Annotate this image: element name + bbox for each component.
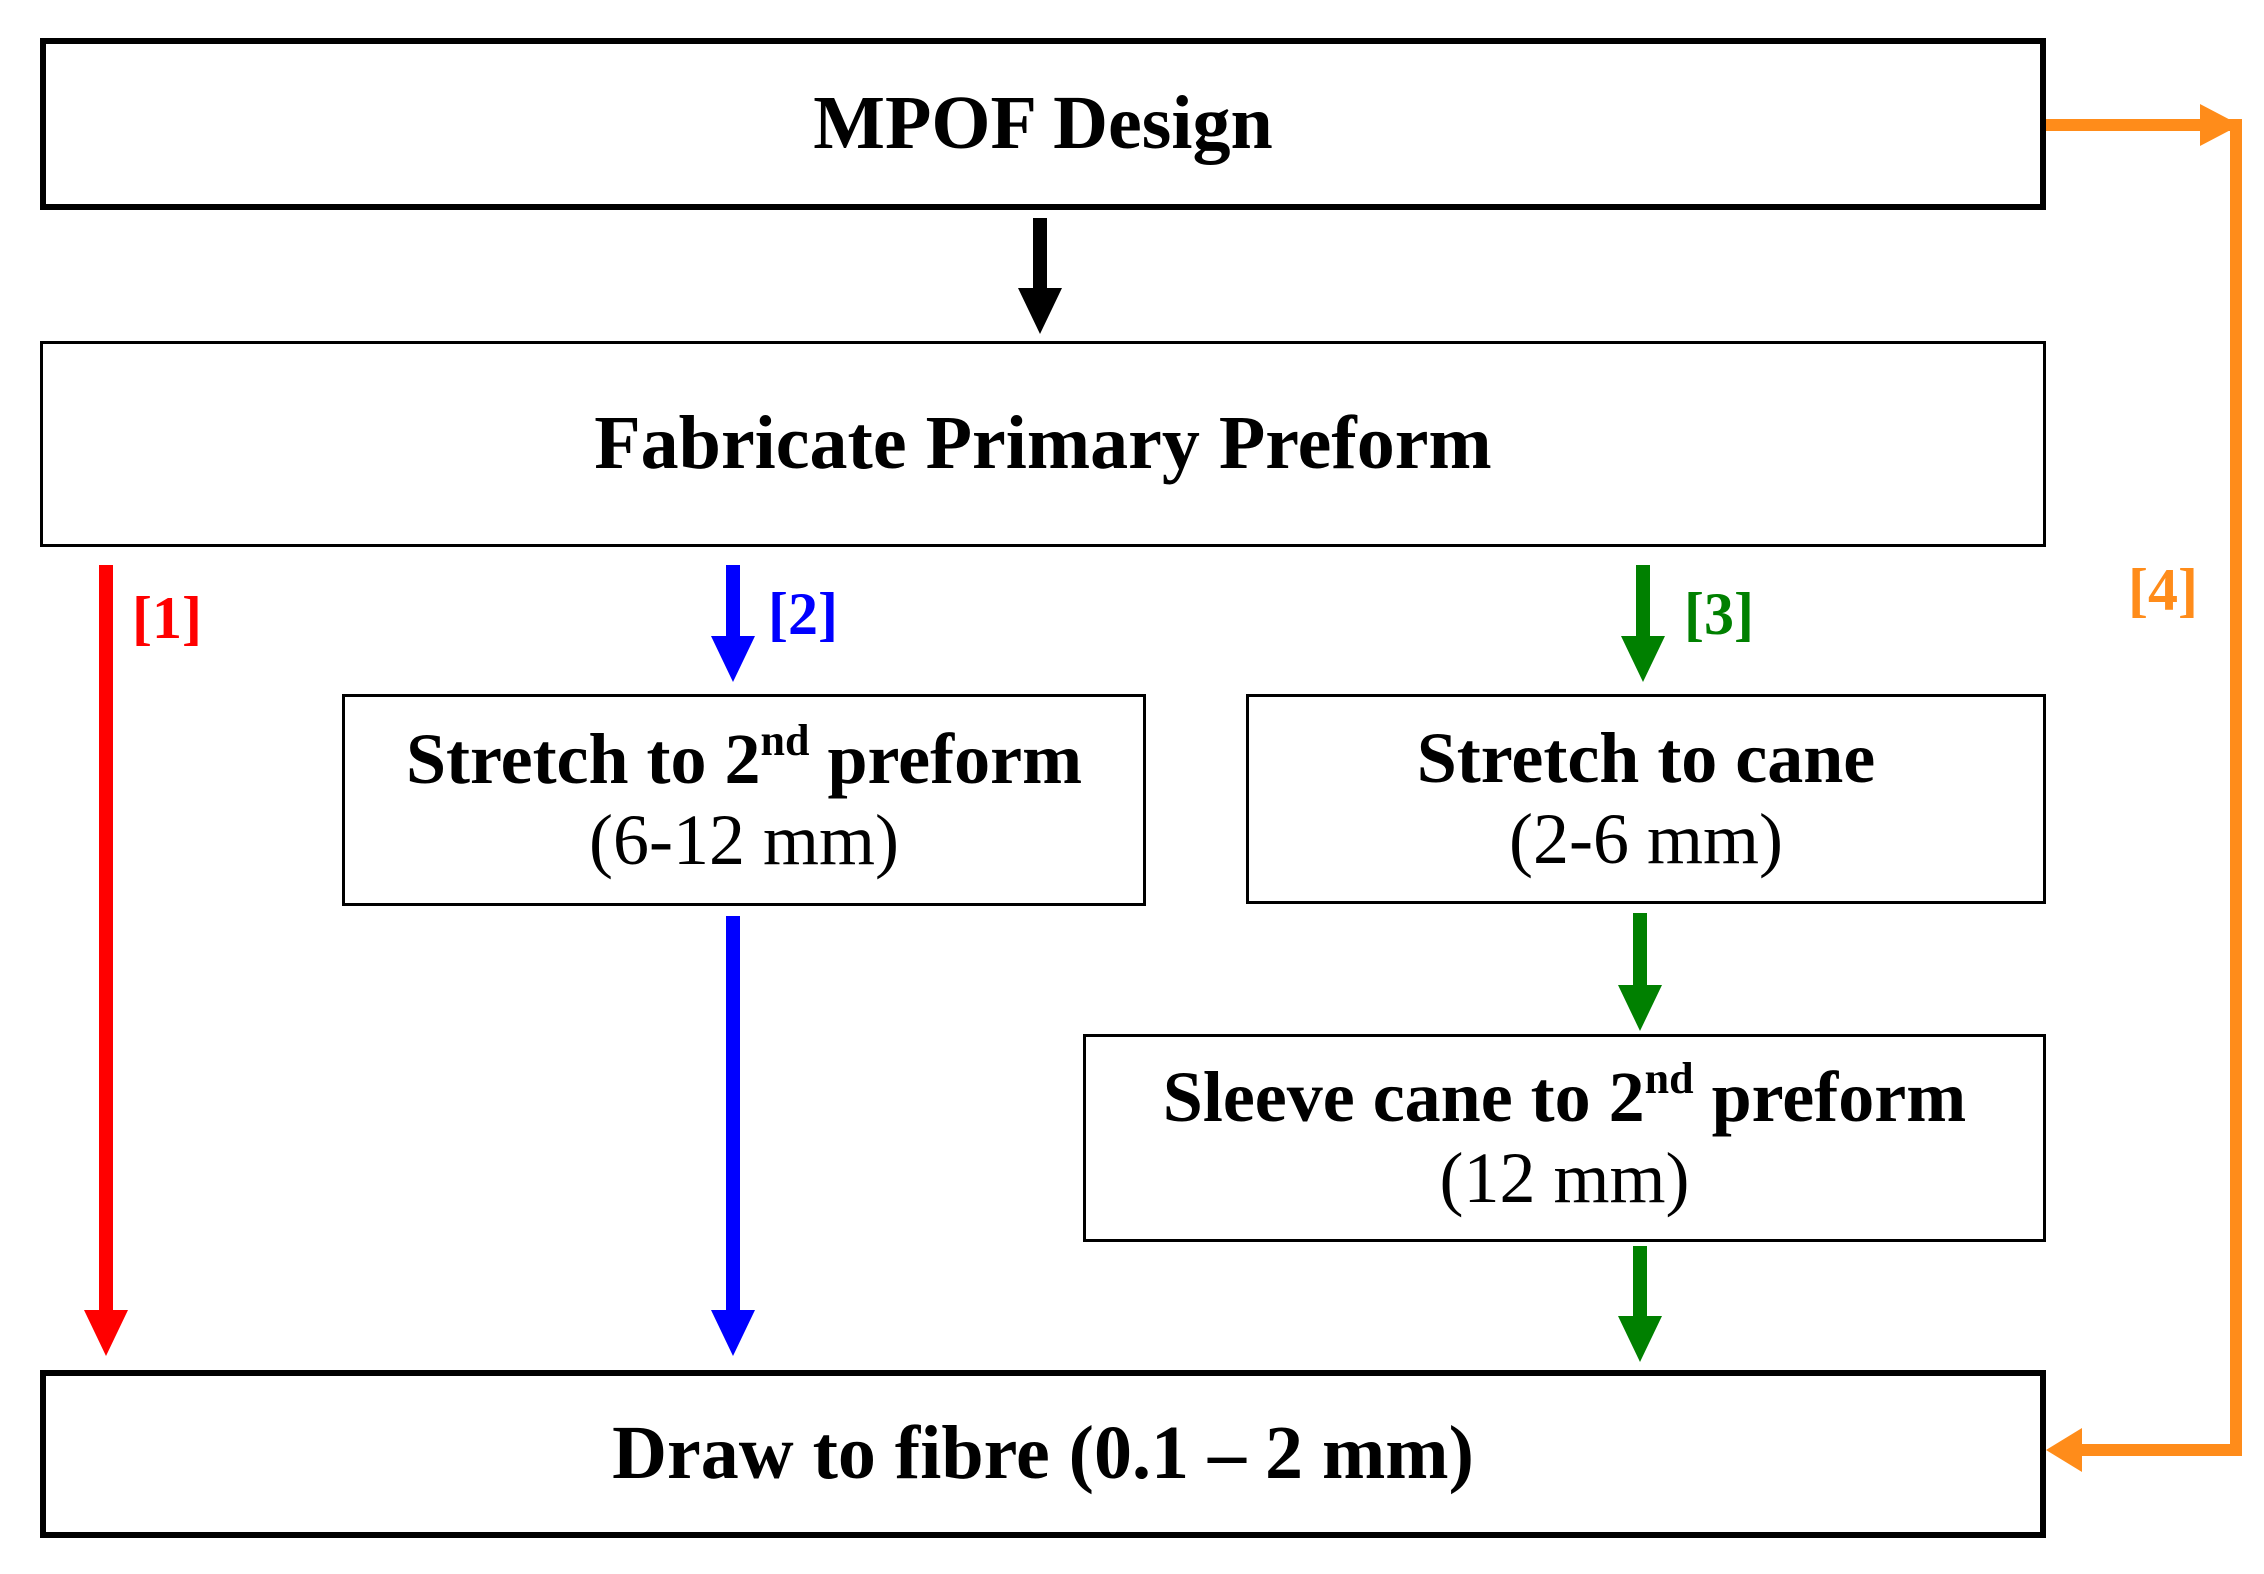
arrowhead-route3-top: [1621, 636, 1665, 682]
box-mpof-design: MPOF Design: [40, 38, 2046, 210]
arrowhead-route3-bottom: [1618, 1316, 1662, 1362]
route-label-3: [3]: [1684, 581, 1754, 647]
route-label-2: [2]: [768, 581, 838, 647]
route-label-1: [1]: [132, 585, 202, 651]
arrowhead-route1: [84, 1310, 128, 1356]
arrowhead-route4-top: [2200, 104, 2240, 146]
box-fabricate-primary-preform: Fabricate Primary Preform: [40, 341, 2046, 547]
box-draw-to-fibre-label: Draw to fibre (0.1 – 2 mm): [612, 1411, 1474, 1496]
box-mpof-design-label: MPOF Design: [813, 81, 1273, 166]
box-stretch-cane-line1: Stretch to cane: [1416, 718, 1876, 799]
arrowhead-route2-top: [711, 636, 755, 682]
arrowhead-design-to-primary: [1018, 288, 1062, 334]
arrowhead-route2-bottom: [711, 1310, 755, 1356]
box-stretch-cane-line2: (2-6 mm): [1509, 799, 1783, 879]
arrowhead-route4-bottom: [2046, 1428, 2082, 1472]
box-sleeve-line2: (12 mm): [1439, 1138, 1690, 1218]
box-stretch-to-cane: Stretch to cane (2-6 mm): [1246, 694, 2046, 904]
box-stretch-secondary-line1: Stretch to 2nd preform: [405, 716, 1083, 800]
box-stretch-to-secondary-preform: Stretch to 2nd preform (6-12 mm): [342, 694, 1146, 906]
box-fabricate-primary-preform-label: Fabricate Primary Preform: [594, 401, 1492, 486]
box-sleeve-line1: Sleeve cane to 2nd preform: [1162, 1054, 1967, 1138]
box-draw-to-fibre: Draw to fibre (0.1 – 2 mm): [40, 1370, 2046, 1538]
arrowhead-route3-middle: [1618, 985, 1662, 1031]
route-label-4: [4]: [2128, 557, 2198, 623]
box-sleeve-cane: Sleeve cane to 2nd preform (12 mm): [1083, 1034, 2046, 1242]
box-stretch-secondary-line2: (6-12 mm): [589, 800, 899, 880]
arrow-route4: [2045, 119, 2242, 1456]
